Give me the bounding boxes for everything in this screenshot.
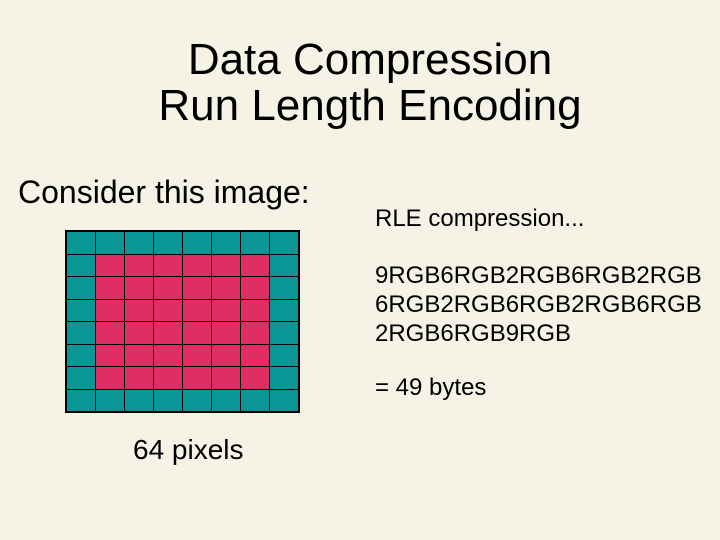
- grid-cell: [67, 277, 95, 299]
- grid-cell: [212, 322, 240, 344]
- consider-this-image-label: Consider this image:: [18, 174, 310, 210]
- grid-cell: [67, 322, 95, 344]
- grid-cell: [241, 322, 269, 344]
- grid-cell: [212, 232, 240, 254]
- grid-cell: [183, 322, 211, 344]
- grid-cell: [212, 367, 240, 389]
- pixel-count-caption: 64 pixels: [133, 434, 244, 465]
- grid-cell: [96, 299, 124, 321]
- grid-cell: [125, 322, 153, 344]
- grid-cell: [270, 254, 298, 276]
- grid-cell: [154, 277, 182, 299]
- grid-cell: [125, 299, 153, 321]
- grid-cell: [270, 232, 298, 254]
- grid-cell: [212, 344, 240, 366]
- grid-cell: [154, 367, 182, 389]
- grid-cell: [212, 277, 240, 299]
- grid-cell: [96, 254, 124, 276]
- grid-cell: [67, 232, 95, 254]
- grid-cell: [270, 299, 298, 321]
- grid-cell: [241, 367, 269, 389]
- rle-code-line: 6RGB2RGB6RGB2RGB6RGB: [375, 291, 702, 318]
- grid-cell: [125, 277, 153, 299]
- grid-cell: [270, 344, 298, 366]
- grid-cell: [241, 299, 269, 321]
- grid-cell: [96, 344, 124, 366]
- grid-cell: [212, 389, 240, 411]
- grid-cell: [241, 344, 269, 366]
- grid-cell: [183, 277, 211, 299]
- grid-cell: [183, 254, 211, 276]
- grid-cell: [67, 367, 95, 389]
- grid-cell: [270, 367, 298, 389]
- slide-title-line-1: Data Compression: [187, 35, 553, 84]
- grid-cell: [96, 389, 124, 411]
- grid-cell: [125, 254, 153, 276]
- grid-cell: [270, 322, 298, 344]
- slide-title-line-2: Run Length Encoding: [158, 81, 582, 130]
- rle-compression-heading: RLE compression...: [375, 205, 585, 232]
- grid-cell: [67, 344, 95, 366]
- grid-cell: [183, 344, 211, 366]
- grid-cell: [241, 254, 269, 276]
- grid-cell: [183, 232, 211, 254]
- grid-cell: [67, 254, 95, 276]
- grid-cell: [212, 299, 240, 321]
- grid-cell: [154, 232, 182, 254]
- grid-cell: [154, 322, 182, 344]
- grid-cell: [154, 344, 182, 366]
- rle-code-line: 2RGB6RGB9RGB: [375, 320, 572, 347]
- grid-cell: [96, 322, 124, 344]
- grid-cell: [241, 389, 269, 411]
- rle-code-block: 9RGB6RGB2RGB6RGB2RGB 6RGB2RGB6RGB2RGB6RG…: [375, 261, 702, 348]
- grid-cell: [125, 344, 153, 366]
- rle-code-line: 9RGB6RGB2RGB6RGB2RGB: [375, 262, 702, 289]
- grid-cell: [154, 299, 182, 321]
- grid-cell: [154, 254, 182, 276]
- grid-cell: [96, 277, 124, 299]
- grid-cell: [270, 277, 298, 299]
- grid-cell: [183, 389, 211, 411]
- slide-title: Data Compression Run Length Encoding: [10, 37, 720, 129]
- grid-cell: [270, 389, 298, 411]
- grid-cell: [212, 254, 240, 276]
- grid-cell: [96, 367, 124, 389]
- byte-count-label: = 49 bytes: [375, 374, 487, 401]
- grid-cell: [183, 367, 211, 389]
- grid-cell: [96, 232, 124, 254]
- grid-cell: [67, 389, 95, 411]
- grid-cell: [241, 232, 269, 254]
- grid-cell: [241, 277, 269, 299]
- grid-cell: [125, 367, 153, 389]
- grid-cell: [183, 299, 211, 321]
- grid-cell: [125, 389, 153, 411]
- grid-cell: [67, 299, 95, 321]
- grid-cell: [154, 389, 182, 411]
- pixel-grid-image: [65, 230, 300, 413]
- grid-cell: [125, 232, 153, 254]
